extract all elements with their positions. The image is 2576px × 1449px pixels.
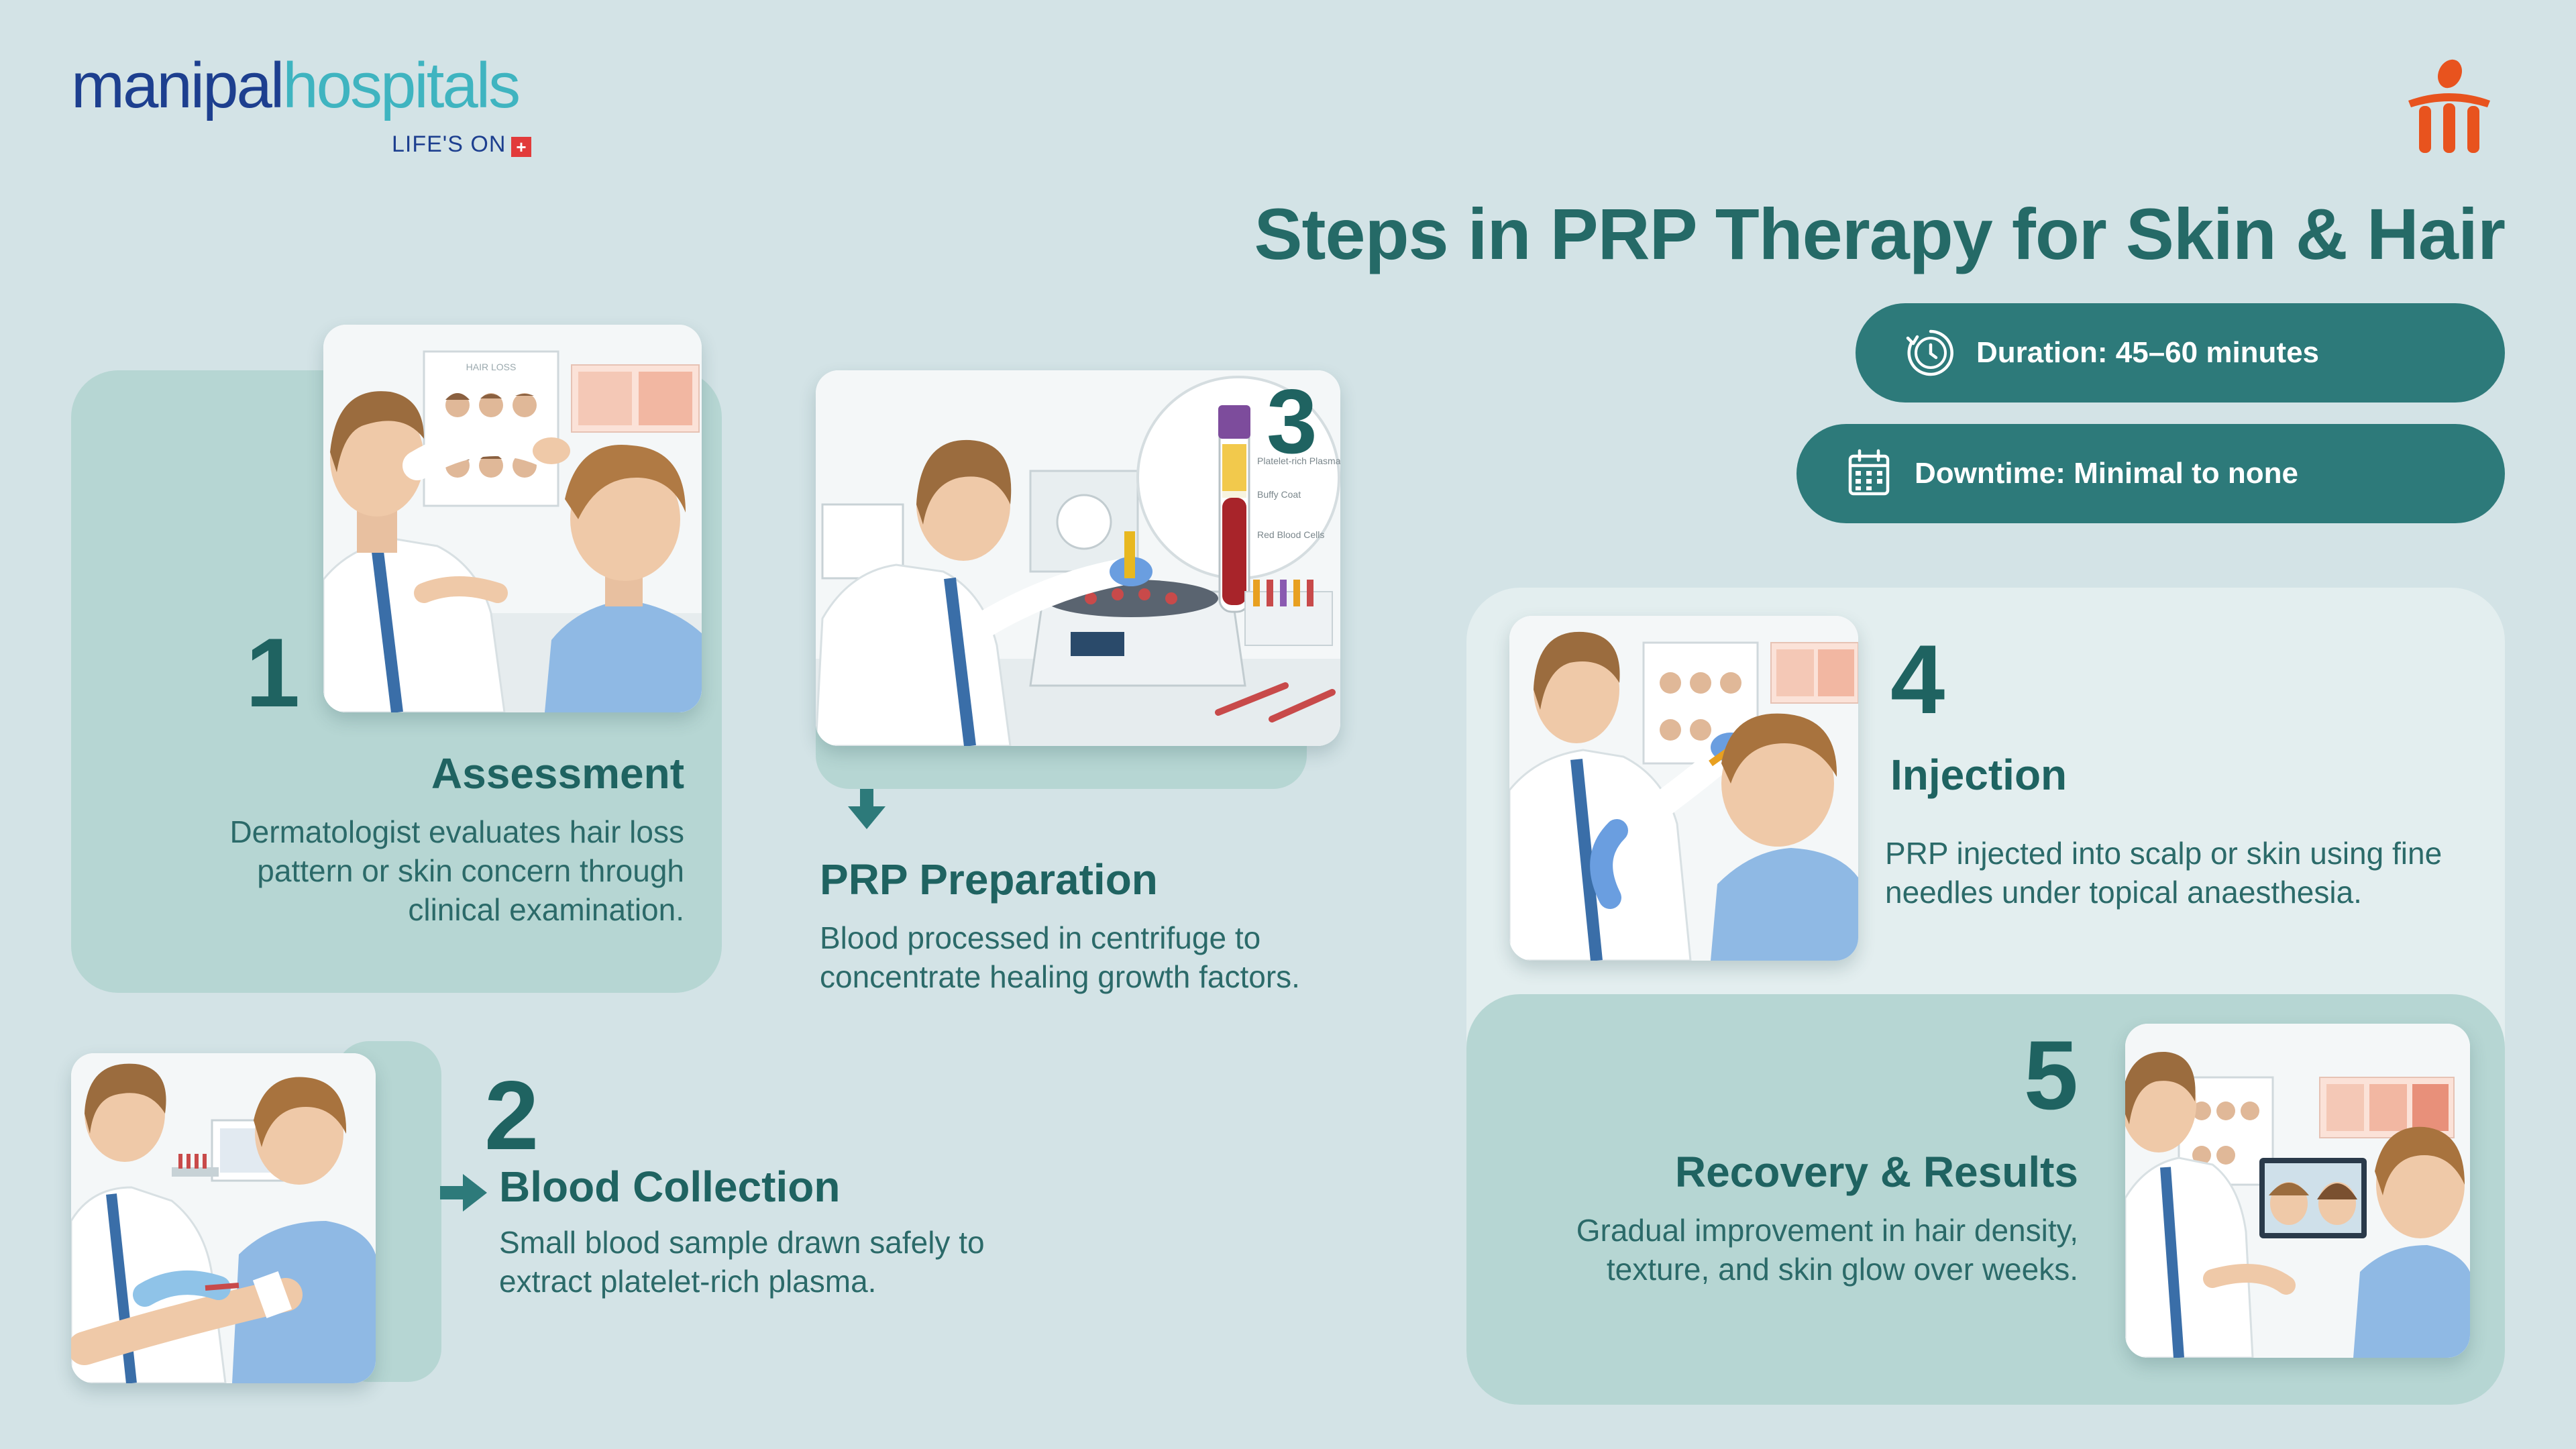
- arrow-right-icon: [440, 1174, 487, 1212]
- calendar-icon: [1848, 449, 1890, 496]
- injection-illustration: [1509, 616, 1858, 961]
- step-1-title: Assessment: [431, 749, 684, 798]
- brand-tagline: LIFE'S ON+: [392, 131, 532, 158]
- hair-loss-chart-label: HAIR LOSS: [466, 362, 517, 372]
- step-3-description: Blood processed in centrifuge to concent…: [820, 920, 1300, 994]
- step-5-description: Gradual improvement in hair density, tex…: [1576, 1213, 2078, 1287]
- tube-buffy-label: Buffy Coat: [1257, 489, 1301, 500]
- step-3-title: PRP Preparation: [820, 855, 1158, 904]
- cross-icon: +: [511, 137, 532, 157]
- blood-collection-illustration: [71, 1053, 376, 1383]
- brand-logo: manipalhospitals LIFE'S ON+: [71, 50, 541, 157]
- duration-badge: Duration: 45–60 minutes: [1856, 303, 2505, 402]
- step-5-title: Recovery & Results: [1674, 1148, 2078, 1196]
- brand-name: manipalhospitals: [71, 50, 521, 121]
- downtime-text: Downtime: Minimal to none: [1915, 457, 2298, 490]
- step-1-description: Dermatologist evaluates hair loss patter…: [229, 814, 684, 927]
- page-title: Steps in PRP Therapy for Skin & Hair: [1254, 193, 2506, 274]
- step-4-number: 4: [1890, 625, 1945, 734]
- step-3-number: 3: [1267, 370, 1318, 472]
- duration-text: Duration: 45–60 minutes: [1976, 336, 2320, 369]
- brand-mark-icon: [2406, 59, 2493, 160]
- step-2-number: 2: [484, 1061, 539, 1170]
- arrow-down-icon: [848, 789, 885, 829]
- step-2-description: Small blood sample drawn safely to extra…: [499, 1225, 985, 1299]
- assessment-illustration: HAIR LOSS: [323, 325, 702, 712]
- step-1-number: 1: [246, 618, 301, 727]
- step-4-description: PRP injected into scalp or skin using fi…: [1885, 836, 2443, 910]
- downtime-badge: Downtime: Minimal to none: [1796, 424, 2505, 523]
- timer-icon: [1906, 329, 1953, 376]
- step-5-number: 5: [2023, 1020, 2078, 1130]
- step-2-title: Blood Collection: [499, 1163, 841, 1211]
- tube-rbc-label: Red Blood Cells: [1257, 529, 1324, 540]
- prp-preparation-illustration: Platelet-rich Plasma (PRP) Buffy Coat Re…: [816, 370, 1340, 746]
- tube-plasma-label: Platelet-rich Plasma (PRP): [1257, 455, 1340, 466]
- step-4-title: Injection: [1890, 751, 2068, 799]
- results-illustration: [2125, 1024, 2470, 1358]
